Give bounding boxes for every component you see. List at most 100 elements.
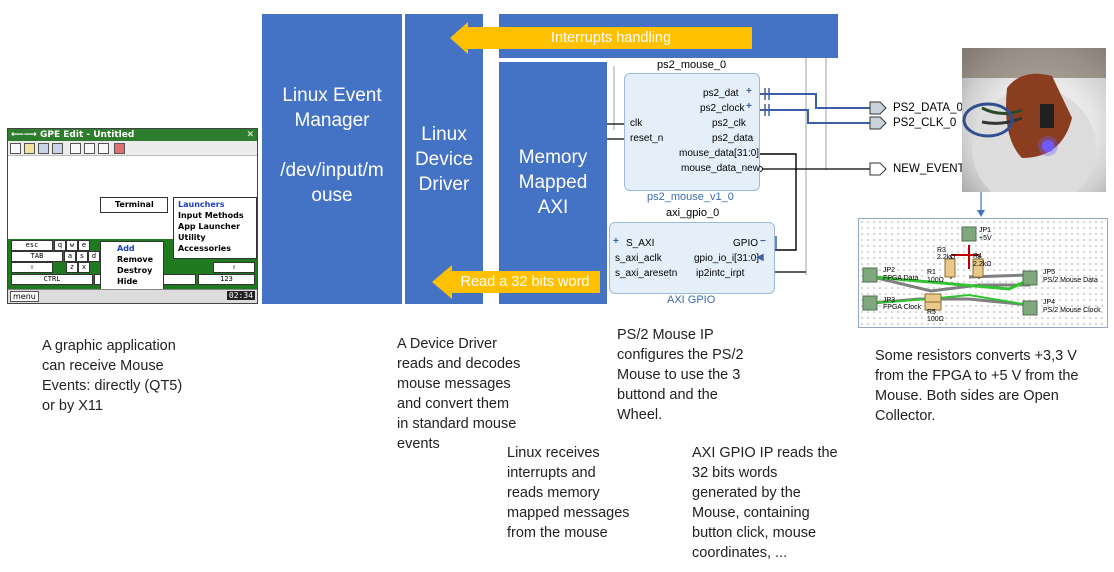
device-driver-line3: Driver: [418, 174, 470, 195]
key-q[interactable]: q: [54, 240, 66, 251]
submenu-app-launcher[interactable]: App Launcher: [178, 222, 241, 231]
caption-line: Some resistors converts +3,3 V: [875, 348, 1077, 364]
launcher-menu: Terminal: [100, 197, 168, 213]
mouse-circuit-photo: [962, 48, 1106, 192]
ps2-port-ps2-clk: ps2_clk: [712, 118, 746, 129]
jp5-label: JP5: [1043, 269, 1056, 276]
gpio-port-aclk: s_axi_aclk: [615, 253, 662, 264]
gpe-title: GPE Edit - Untitled: [40, 130, 135, 140]
caption-line: or by X11: [42, 398, 103, 414]
key-e[interactable]: e: [78, 240, 90, 251]
jp4-sub: PS/2 Mouse Clock: [1043, 307, 1101, 314]
caption-line: interrupts and: [507, 465, 596, 481]
caption-line: reads memory: [507, 485, 600, 501]
schematic-wires: [862, 226, 1038, 316]
r1-label: R1: [927, 269, 936, 276]
submenu-input-methods[interactable]: Input Methods: [178, 211, 244, 220]
submenu-utility[interactable]: Utility: [178, 233, 206, 242]
caption-line: in standard mouse: [397, 416, 517, 432]
caption-line: PS/2 Mouse IP: [617, 327, 714, 343]
context-hide[interactable]: Hide: [117, 277, 138, 286]
event-manager-line2: Manager: [294, 110, 370, 131]
submenu: Launchers Input Methods App Launcher Uti…: [173, 197, 257, 259]
caption-line: generated by the: [692, 485, 801, 501]
paste-icon[interactable]: [98, 143, 109, 154]
key-x[interactable]: x: [78, 262, 90, 273]
context-add[interactable]: Add: [117, 244, 135, 253]
arrow-shape-left-2: [432, 265, 600, 299]
context-destroy[interactable]: Destroy: [117, 266, 153, 275]
key-123[interactable]: 123: [198, 274, 255, 285]
key-esc[interactable]: esc: [11, 240, 53, 251]
port-ps2-data-0: PS2_DATA_0: [893, 102, 963, 114]
jp5-sub: PS/2 Mouse Data: [1043, 277, 1098, 284]
ps2-port-ps2-dat: ps2_dat: [703, 88, 739, 99]
new-file-icon[interactable]: [10, 143, 21, 154]
ps2-port-clk: clk: [630, 118, 643, 129]
jp3-sub: FPGA Clock: [883, 304, 922, 311]
key-w[interactable]: w: [66, 240, 78, 251]
context-remove[interactable]: Remove: [117, 255, 154, 264]
ps2-port-mouse-data-new: mouse_data_new: [681, 163, 760, 174]
key-tab[interactable]: TAB: [11, 251, 63, 262]
caption-line: 32 bits words: [692, 465, 778, 481]
port-ps2-clk-0: PS2_CLK_0: [893, 117, 957, 129]
caption-line: Mouse, containing: [692, 505, 810, 521]
key-s[interactable]: s: [76, 251, 88, 262]
r3-label: R3: [937, 247, 946, 254]
close-icon[interactable]: ✕: [246, 130, 254, 140]
caption-line: Linux receives: [507, 445, 600, 461]
copy-icon[interactable]: [84, 143, 95, 154]
key-ctrl[interactable]: CTRL: [11, 274, 93, 285]
caption-line: Wheel.: [617, 407, 663, 423]
submenu-launchers[interactable]: Launchers: [178, 200, 225, 209]
caption-line: from the FPGA to +5 V from the: [875, 368, 1079, 384]
submenu-accessories[interactable]: Accessories: [178, 244, 231, 253]
minus-icon: −: [760, 236, 766, 247]
ps2-port-mouse-data: mouse_data[31:0]: [679, 148, 760, 159]
nav-arrows-icon[interactable]: ⟵⟶: [11, 130, 37, 140]
level-shifter-schematic: JP1 +5V JP2 FPGA Data JP3 FPGA Clock JP5…: [858, 218, 1108, 328]
cut-icon[interactable]: [70, 143, 81, 154]
jp3-label: JP3: [883, 297, 896, 304]
save-as-icon[interactable]: [52, 143, 63, 154]
taskbar: menu 02:34: [8, 289, 257, 303]
interrupts-handling-arrow: Interrupts handling: [450, 22, 752, 54]
exit-icon[interactable]: [114, 143, 125, 154]
gpio-ip-instance: axi_gpio_0: [666, 207, 720, 219]
mmaxi-line1: Memory: [518, 147, 588, 168]
caption-line: Mouse. Both sides are Open: [875, 388, 1059, 404]
caption-line: configures the PS/2: [617, 347, 744, 363]
plus-icon: +: [746, 86, 752, 97]
gpio-ip-block: [609, 222, 775, 294]
gpio-port-irpt: ip2intc_irpt: [696, 268, 745, 279]
key-z[interactable]: z: [66, 262, 78, 273]
key-a[interactable]: a: [64, 251, 76, 262]
port-new-event: NEW_EVENT: [893, 163, 965, 175]
jp1-sub: +5V: [979, 235, 992, 242]
r5-value: 100Ω: [927, 316, 944, 323]
event-manager-line1: Linux Event: [282, 85, 382, 106]
event-manager-line4: ouse: [311, 185, 353, 206]
event-manager-line3: /dev/input/m: [280, 160, 384, 181]
gpio-port-s-axi: S_AXI: [626, 238, 655, 249]
save-icon[interactable]: [38, 143, 49, 154]
menu-button[interactable]: menu: [10, 291, 39, 302]
open-folder-icon[interactable]: [24, 143, 35, 154]
jp1-label: JP1: [979, 227, 992, 234]
caption-line: mapped messages: [507, 505, 630, 521]
memory-mapped-axi-block: Memory Mapped AXI: [499, 62, 607, 304]
terminal-item[interactable]: Terminal: [115, 200, 154, 209]
ps2-port-ps2-data: ps2_data: [712, 133, 754, 144]
gpio-port-aresetn: s_axi_aresetn: [615, 268, 678, 279]
caption-line: A graphic application: [42, 338, 176, 354]
ps2-port-reset: reset_n: [630, 133, 664, 144]
key-shift-right[interactable]: ⇧: [213, 262, 255, 273]
caption-line: from the mouse: [507, 525, 608, 541]
caption-line: can receive Mouse: [42, 358, 164, 374]
key-d[interactable]: d: [88, 251, 100, 262]
caption-linux-irq: Linux receives interrupts and reads memo…: [507, 443, 630, 543]
caption-device-driver: A Device Driver reads and decodes mouse …: [397, 334, 520, 454]
read-word-label: Read a 32 bits word: [460, 274, 590, 290]
key-shift[interactable]: ⇧: [11, 262, 53, 273]
